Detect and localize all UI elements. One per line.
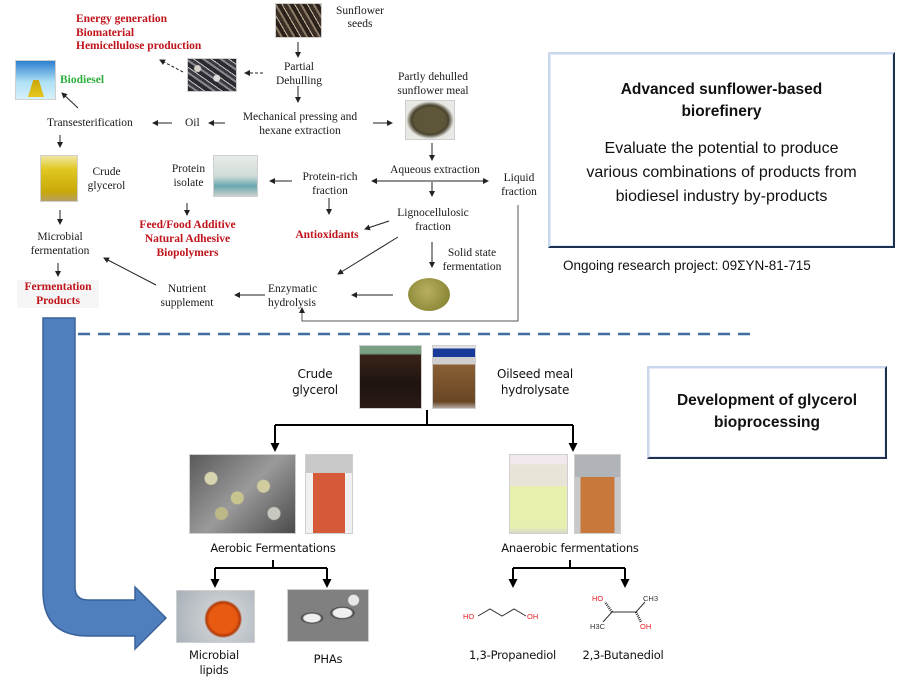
liquid-fraction-label: Liquid fraction — [501, 172, 537, 198]
anaerobic-bioreactor-image — [574, 454, 621, 534]
partly-dehulled-meal-label: Partly dehulled sunflower meal — [397, 71, 469, 97]
anaerobic-fermentations-label: Anaerobic fermentations — [501, 541, 639, 555]
sunflower-hulls-image — [187, 58, 237, 92]
oil-label: Oil — [185, 117, 200, 129]
protein-isolate-label: Protein isolate — [171, 163, 206, 189]
biorefinery-title: Advanced sunflower-based biorefinery — [620, 81, 823, 120]
solid-state-fermentation-label: Solid state fermentation — [442, 247, 502, 273]
crude-glycerol-top-label: Crude glycerol — [87, 166, 126, 192]
transesterification-label: Transesterification — [47, 117, 133, 129]
fermentation-products-label: Fermentation Products — [17, 280, 99, 308]
biorefinery-info-box: Advanced sunflower-based biorefinery Eva… — [548, 52, 895, 248]
aerobic-bioreactor-image — [305, 454, 353, 534]
propanediol-oh-label: OH — [527, 612, 539, 621]
sunflower-seeds-text: Sunflower seeds — [325, 5, 395, 31]
aerobic-fermentations-label: Aerobic Fermentations — [210, 541, 336, 555]
research-project-footer: Ongoing research project: 09ΣΥΝ-81-715 — [563, 258, 811, 273]
protein-rich-fraction-label: Protein-rich fraction — [302, 171, 358, 197]
glycerol-bioprocessing-title: Development of glycerol bioprocessing — [676, 392, 857, 431]
mechanical-pressing-label: Mechanical pressing and hexane extractio… — [242, 111, 358, 137]
glycerol-bioprocessing-info-box: Development of glycerol bioprocessing — [647, 366, 887, 459]
biodiesel-flask-image — [15, 60, 56, 100]
solid-state-fermentation-image — [408, 278, 450, 311]
lignocellulosic-fraction-label: Lignocellulosic fraction — [397, 207, 469, 233]
sunflower-seeds-caption: Sunflower seeds — [325, 5, 395, 31]
phas-microscopy-image — [287, 589, 369, 642]
aqueous-extraction-label: Aqueous extraction — [390, 164, 480, 176]
propanediol-structure — [477, 608, 527, 617]
biodiesel-label: Biodiesel — [60, 74, 105, 86]
butanediol-structure — [602, 601, 646, 623]
oilseed-hydrolysate-bottle-image — [432, 345, 476, 409]
phas-label: PHAs — [313, 652, 343, 666]
butanediol-label: 2,3-Butanediol — [582, 648, 664, 662]
microbial-lipids-label: Microbial lipids — [189, 648, 239, 677]
microbial-lipids-image — [176, 590, 255, 643]
oilseed-hydrolysate-label: Oilseed meal hydrolysate — [497, 367, 573, 397]
anaerobic-culture-bottle-image — [509, 454, 568, 534]
hull-products-label: Energy generation Biomaterial Hemicellul… — [76, 13, 202, 52]
propanediol-label: 1,3-Propanediol — [468, 648, 557, 662]
partial-dehulling-label: Partial Dehulling — [276, 61, 322, 87]
big-blue-arrow — [42, 317, 168, 651]
aerobic-flasks-image — [189, 454, 296, 534]
butanediol-ho-label: HO — [592, 594, 604, 603]
protein-products-label: Feed/Food Additive Natural Adhesive Biop… — [139, 219, 236, 259]
antioxidants-label: Antioxidants — [295, 229, 359, 241]
microbial-fermentation-label: Microbial fermentation — [30, 231, 90, 257]
propanediol-ho-label: HO — [463, 612, 475, 621]
crude-glycerol-bottom-label: Crude glycerol — [292, 367, 338, 397]
enzymatic-hydrolysis-label: Enzymatic hydrolysis — [268, 283, 318, 309]
butanediol-oh-label: OH — [640, 622, 652, 631]
partly-dehulled-meal-image — [405, 100, 455, 140]
nutrient-supplement-label: Nutrient supplement — [160, 283, 214, 309]
crude-glycerol-beaker-image — [359, 345, 422, 409]
crude-glycerol-top-image — [40, 155, 78, 202]
butanediol-ch3-label: CH3 — [643, 594, 659, 603]
biorefinery-description: Evaluate the potential to produce variou… — [586, 140, 857, 205]
butanediol-h3c-label: H3C — [590, 622, 606, 631]
protein-isolate-image — [213, 155, 258, 197]
sunflower-seeds-image — [275, 3, 322, 38]
